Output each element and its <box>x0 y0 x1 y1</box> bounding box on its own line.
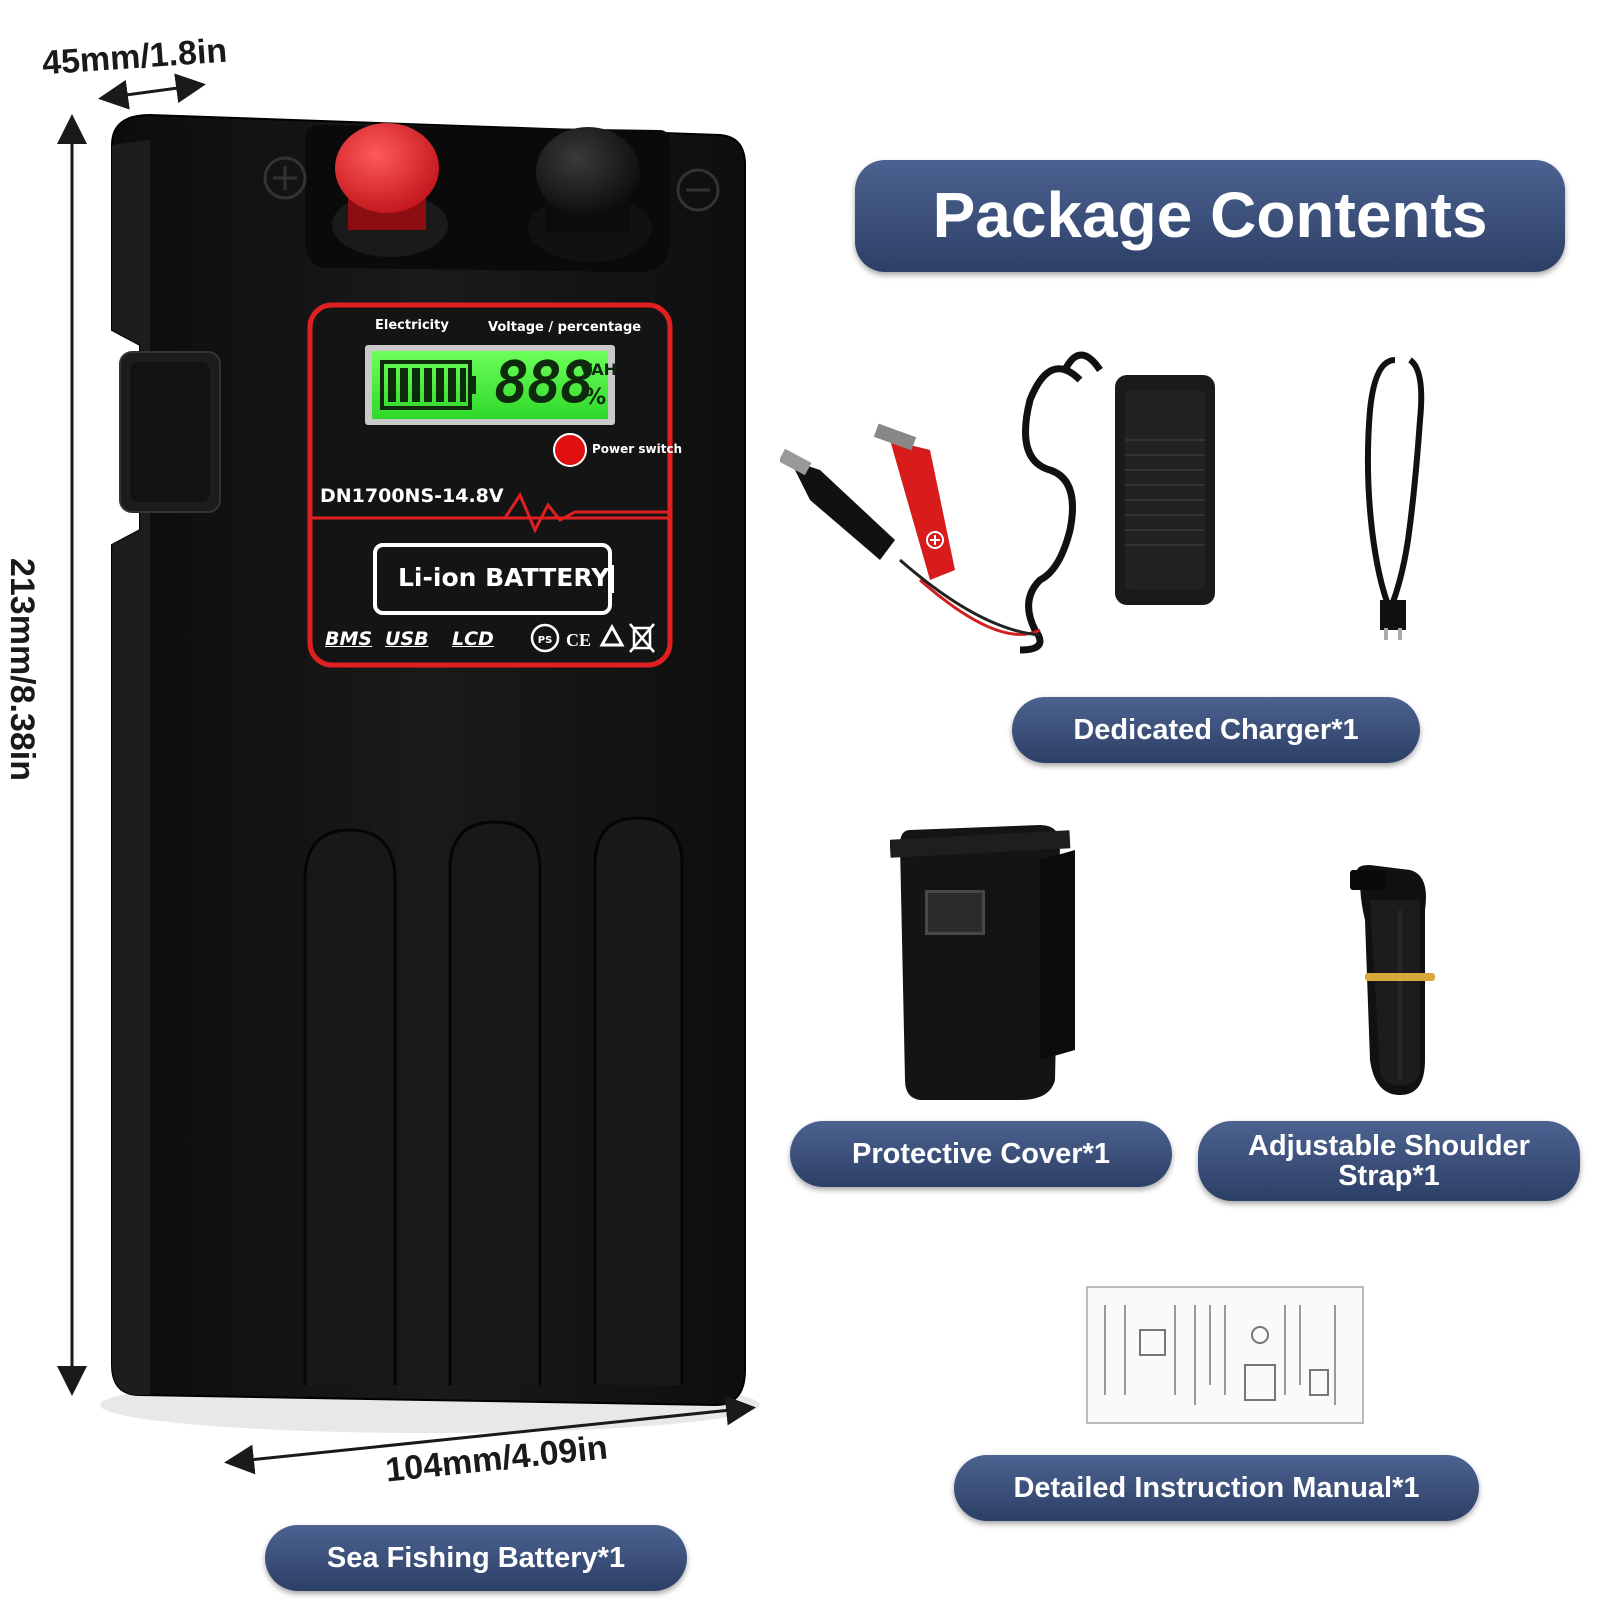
rib-3 <box>593 816 684 1385</box>
positive-terminal-cap <box>335 123 439 213</box>
strap-label-line2: Strap*1 <box>1338 1160 1440 1192</box>
feature-lcd: LCD <box>452 628 494 650</box>
height-dimension-label: 213mm/8.38in <box>3 557 42 782</box>
strap-label: Adjustable Shoulder Strap*1 <box>1198 1121 1580 1201</box>
minus-mark-icon <box>676 168 720 212</box>
negative-terminal-cap <box>536 127 640 217</box>
power-cord <box>1364 357 1425 612</box>
manual-label-text: Detailed Instruction Manual*1 <box>1013 1471 1420 1504</box>
charger-illustration <box>780 351 1425 654</box>
battery-label: Sea Fishing Battery*1 <box>265 1525 687 1591</box>
page-title: Package Contents <box>855 160 1565 272</box>
battery-type-label: Li-ion BATTERY <box>398 563 610 592</box>
power-switch-label: Power switch <box>592 442 683 456</box>
strap-rubber-band <box>1365 973 1435 981</box>
lcd-unit-bottom: % <box>584 385 607 410</box>
page-title-text: Package Contents <box>932 179 1488 252</box>
charger-label: Dedicated Charger*1 <box>1012 697 1420 763</box>
power-switch-indicator <box>553 433 587 467</box>
voltage-label: Voltage / percentage <box>488 320 642 335</box>
feature-usb: USB <box>385 628 429 650</box>
black-clip <box>790 460 895 560</box>
manual-label: Detailed Instruction Manual*1 <box>954 1455 1479 1521</box>
strap-label-line1: Adjustable Shoulder <box>1248 1129 1530 1162</box>
recycle-icon <box>599 623 625 647</box>
pse-cert-icon <box>530 623 560 653</box>
charger-label-text: Dedicated Charger*1 <box>1073 713 1359 746</box>
plus-mark-icon <box>263 156 307 200</box>
rib-1 <box>303 828 397 1385</box>
svg-text:PS: PS <box>538 635 553 646</box>
pulse-line <box>312 491 668 534</box>
model-number: DN1700NS-14.8V <box>320 485 504 507</box>
ce-mark: CE <box>566 630 592 650</box>
width-arrow <box>224 1395 756 1475</box>
cover-label-text: Protective Cover*1 <box>852 1137 1110 1170</box>
instruction-manual-illustration <box>1086 1286 1364 1424</box>
shoulder-strap-illustration <box>1350 865 1435 1095</box>
cover-label: Protective Cover*1 <box>790 1121 1172 1187</box>
depth-arrow <box>98 73 206 110</box>
strap-buckle <box>1350 870 1386 890</box>
electricity-label: Electricity <box>375 318 449 333</box>
rib-2 <box>448 820 542 1385</box>
feature-bms: BMS <box>325 628 373 650</box>
weee-bin-icon <box>629 623 655 653</box>
red-clip <box>890 440 955 580</box>
lcd-unit-top: VAH <box>580 360 618 379</box>
protective-cover-illustration <box>890 825 1075 1100</box>
red-clip-plus-icon <box>926 531 944 549</box>
battery-label-text: Sea Fishing Battery*1 <box>326 1541 626 1574</box>
lcd-digits: 888 <box>494 348 595 416</box>
